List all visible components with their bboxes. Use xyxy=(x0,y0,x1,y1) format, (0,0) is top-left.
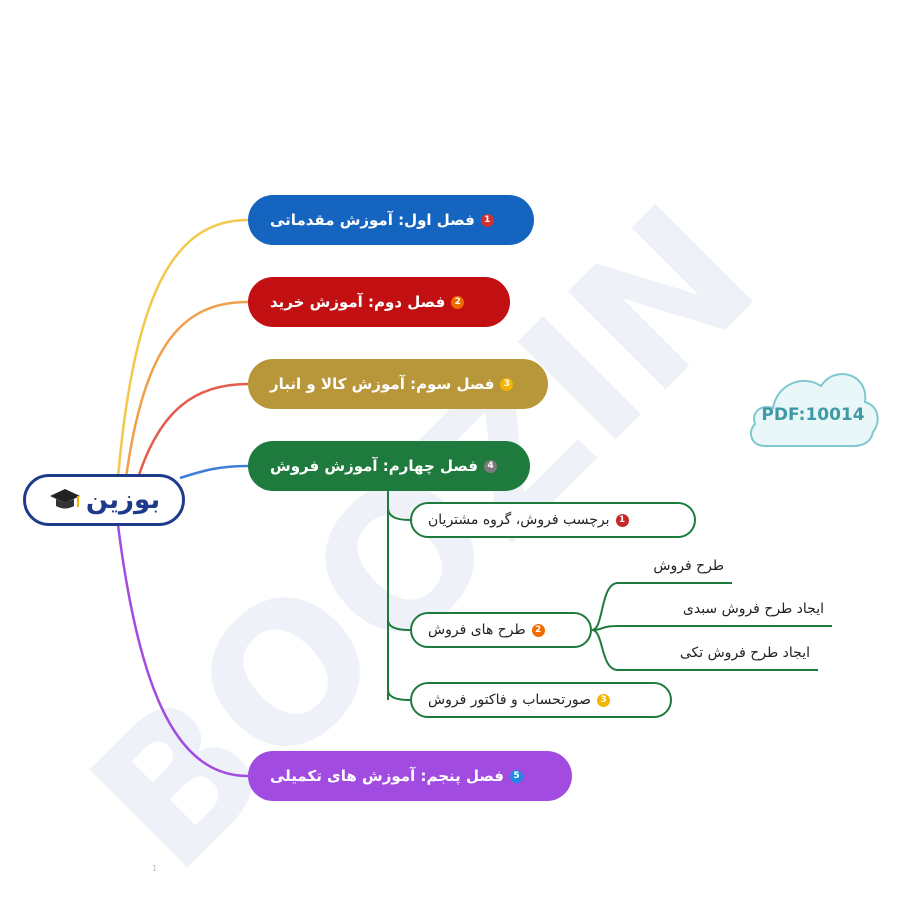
cloud-icon xyxy=(749,373,879,447)
page-number: 1 xyxy=(152,864,158,873)
link-plan-1 xyxy=(591,582,732,631)
link-ch4-topic-1 xyxy=(387,507,411,521)
link-ch4-topic-2 xyxy=(387,619,411,631)
root-logo-node[interactable]: بوزین xyxy=(23,474,185,526)
link-chapter-5 xyxy=(116,524,249,778)
pdf-code-label: PDF:10014 xyxy=(761,405,865,425)
chapter-1-label: فصل اول: آموزش مقدماتی xyxy=(270,211,475,229)
topic-label: برچسب فروش، گروه مشتریان xyxy=(428,512,610,528)
link-chapter-2 xyxy=(124,300,249,479)
link-chapter-4 xyxy=(179,464,249,480)
chapter-4-node[interactable]: 4 فصل چهارم: آموزش فروش xyxy=(248,441,530,491)
chapter-2-label: فصل دوم: آموزش خرید xyxy=(270,293,446,311)
chapter-3-label: فصل سوم: آموزش کالا و انبار xyxy=(270,375,495,393)
chapter-number-badge: 2 xyxy=(451,295,465,309)
link-chapter-1 xyxy=(116,218,249,479)
leaf-basket-sales-plan[interactable]: ایجاد طرح فروش سبدی xyxy=(682,601,824,617)
chapter-number-badge: 5 xyxy=(510,769,523,783)
link-ch4-topic-3 xyxy=(387,689,411,701)
chapter-2-node[interactable]: 2 فصل دوم: آموزش خرید xyxy=(248,277,510,327)
link-plan-3 xyxy=(591,629,818,671)
topic-sales-tags[interactable]: 1 برچسب فروش، گروه مشتریان xyxy=(410,502,696,538)
topic-invoices[interactable]: 3 صورتحساب و فاکتور فروش xyxy=(410,682,672,718)
topic-label: صورتحساب و فاکتور فروش xyxy=(428,692,591,708)
chapter-5-label: فصل پنجم: آموزش های تکمیلی xyxy=(270,767,504,785)
chapter-number-badge: 4 xyxy=(483,459,497,473)
chapter-3-node[interactable]: 3 فصل سوم: آموزش کالا و انبار xyxy=(248,359,548,409)
topic-label: طرح های فروش xyxy=(428,622,526,638)
topic-number-badge: 1 xyxy=(615,513,629,527)
chapter-4-label: فصل چهارم: آموزش فروش xyxy=(270,457,478,475)
graduation-cap-icon xyxy=(49,489,80,509)
link-plan-2 xyxy=(591,625,832,631)
chapter-1-node[interactable]: 1 فصل اول: آموزش مقدماتی xyxy=(248,195,534,245)
topic-sales-plans[interactable]: 2 طرح های فروش xyxy=(410,612,592,648)
chapter-number-badge: 3 xyxy=(500,377,514,391)
leaf-sales-plan[interactable]: طرح فروش xyxy=(653,558,724,574)
chapter-number-badge: 1 xyxy=(480,213,494,227)
logo-text: بوزین xyxy=(85,485,161,515)
topic-number-badge: 3 xyxy=(596,693,610,707)
chapter-5-node[interactable]: 5 فصل پنجم: آموزش های تکمیلی xyxy=(248,751,572,801)
link-chapter-3 xyxy=(136,382,249,479)
leaf-single-sales-plan[interactable]: ایجاد طرح فروش تکی xyxy=(679,645,810,661)
topic-number-badge: 2 xyxy=(531,623,545,637)
